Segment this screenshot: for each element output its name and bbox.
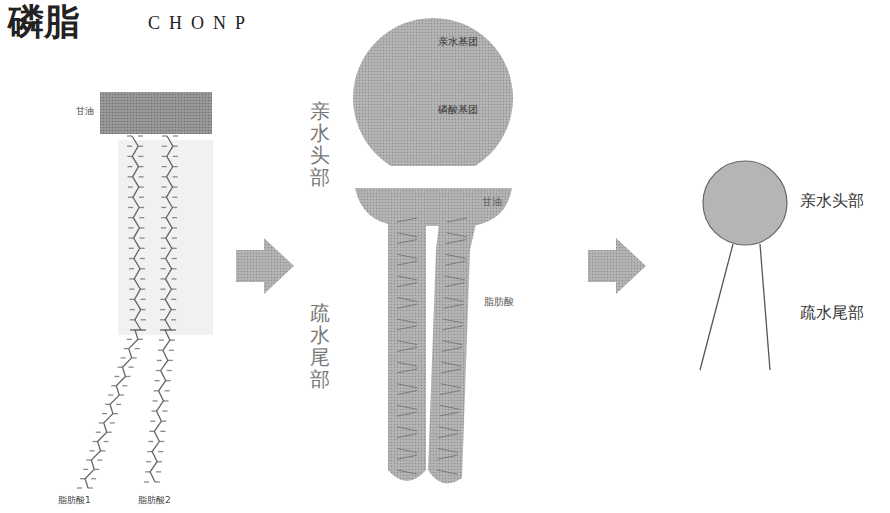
- glycerol-block: [100, 92, 212, 134]
- tail-line: [760, 244, 770, 370]
- phosphate-head: 亲水基团磷酸基团: [352, 16, 514, 188]
- part-label: 脂肪酸2: [138, 496, 171, 506]
- region-label: 疏水尾部: [800, 304, 864, 322]
- head-circle: 亲水头部: [700, 158, 870, 248]
- node-outline: [352, 16, 514, 188]
- tail-line: [700, 244, 733, 370]
- part-label: 脂肪酸1: [58, 496, 91, 506]
- title: 磷脂: [8, 2, 80, 42]
- element-formula: CHONP: [148, 14, 254, 34]
- block-arrow: [236, 238, 294, 294]
- region-label: 疏水尾部: [310, 302, 330, 390]
- node-text: 磷酸基团: [438, 104, 478, 115]
- glycerol-dome: [355, 188, 512, 226]
- tail-texture: [397, 218, 467, 474]
- fatty-acid-chains: [77, 136, 178, 488]
- chain-background: [118, 140, 213, 335]
- hydrophobic-tail: [428, 215, 478, 483]
- node-text: 亲水头部: [800, 192, 864, 210]
- hydrophobic-tail: [388, 215, 426, 481]
- part-label: 甘油: [76, 107, 94, 117]
- node-text: 亲水基团: [438, 36, 478, 47]
- part-label: 甘油: [482, 196, 502, 207]
- region-label: 亲水头部: [310, 100, 330, 188]
- block-arrow: [588, 238, 646, 294]
- part-label: 脂肪酸: [484, 296, 514, 307]
